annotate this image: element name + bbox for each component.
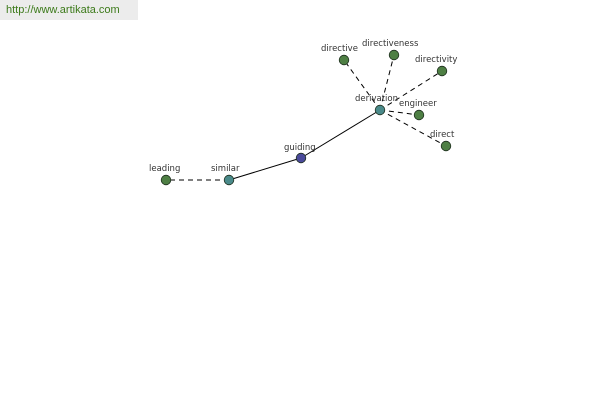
node-marker-directive[interactable] [338, 54, 350, 66]
edge-derivation-direct [379, 109, 447, 147]
node-directive[interactable]: directive [321, 44, 358, 66]
graph-nodes: guiding similar leading derivation directive… [149, 39, 457, 186]
node-directivity[interactable]: directivity [415, 55, 457, 77]
node-marker-directiveness[interactable] [388, 49, 400, 61]
watermark-url[interactable]: http://www.artikata.com [6, 4, 120, 16]
node-marker-leading[interactable] [160, 174, 172, 186]
node-guiding[interactable]: guiding [284, 143, 316, 164]
node-similar[interactable]: similar [211, 164, 240, 186]
watermark-banner: http://www.artikata.com [0, 0, 138, 20]
edge-derivation-engineer [379, 109, 420, 116]
edge-derivation-directivity [379, 70, 443, 111]
node-label-directive: directive [321, 44, 358, 54]
edge-guiding-similar [228, 157, 302, 181]
edge-derivation-directive [343, 59, 381, 111]
node-directiveness[interactable]: directiveness [362, 39, 419, 61]
edge-guiding-derivation [300, 109, 381, 159]
node-marker-derivation[interactable] [374, 104, 386, 116]
node-label-engineer: engineer [399, 99, 437, 109]
node-label-similar: similar [211, 164, 240, 174]
graph-edges [166, 54, 447, 181]
node-leading[interactable]: leading [149, 164, 180, 186]
node-label-derivation: derivation [355, 94, 398, 104]
node-engineer[interactable]: engineer [399, 99, 437, 121]
node-label-directivity: directivity [415, 55, 457, 65]
node-label-direct: direct [430, 130, 455, 140]
node-marker-similar[interactable] [223, 174, 235, 186]
node-marker-directivity[interactable] [436, 65, 448, 77]
node-marker-engineer[interactable] [413, 109, 425, 121]
node-label-directiveness: directiveness [362, 39, 419, 49]
edge-derivation-directiveness [379, 54, 395, 111]
node-marker-guiding[interactable] [295, 152, 307, 164]
node-label-guiding: guiding [284, 143, 316, 153]
node-label-leading: leading [149, 164, 180, 174]
node-derivation[interactable]: derivation [355, 94, 398, 116]
node-marker-direct[interactable] [440, 140, 452, 152]
node-direct[interactable]: direct [430, 130, 455, 152]
